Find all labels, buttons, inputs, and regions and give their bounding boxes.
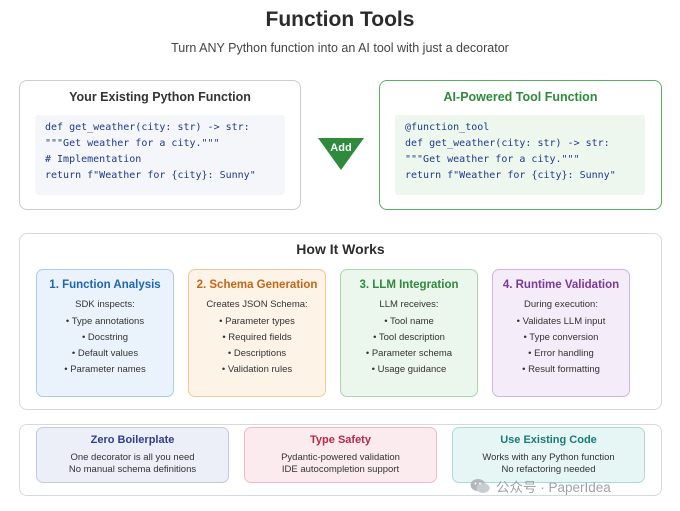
add-arrow-label: Add [330,142,352,154]
benefits-panel: Zero Boilerplate One decorator is all yo… [19,424,662,496]
benefit-line: Works with any Python function [482,452,615,463]
benefit-use-existing-code: Use Existing Code Works with any Python … [452,427,645,483]
ai-tool-function-panel: AI-Powered Tool Function @function_tool … [379,80,662,210]
list-item: • Validates LLM input [516,316,606,327]
wechat-icon [470,479,490,493]
step-intro: During execution: [524,299,598,310]
step-function-analysis: 1. Function Analysis SDK inspects: • Typ… [36,269,174,397]
step-schema-generation: 2. Schema Generation Creates JSON Schema… [188,269,326,397]
watermark-text: 公众号 · PaperIdea [496,480,611,495]
step-list: • Type annotations • Docstring • Default… [37,314,173,378]
step-title: 1. Function Analysis [49,279,161,291]
list-item: • Descriptions [227,348,287,359]
page-title: Function Tools [265,8,415,31]
existing-function-title: Your Existing Python Function [69,90,251,104]
list-item: • Default values [71,348,139,359]
ai-tool-function-code: @function_tool def get_weather(city: str… [395,115,645,195]
step-title: 3. LLM Integration [359,279,459,291]
benefit-line: No manual schema definitions [68,464,197,475]
step-runtime-validation: 4. Runtime Validation During execution: … [492,269,630,397]
list-item: • Tool name [384,316,434,327]
watermark: 公众号 · PaperIdea [470,476,611,496]
benefit-type-safety: Type Safety Pydantic-powered validation … [244,427,437,483]
step-intro: SDK inspects: [75,299,135,310]
step-title: 2. Schema Generation [196,279,318,291]
benefit-zero-boilerplate: Zero Boilerplate One decorator is all yo… [36,427,229,483]
step-list: • Parameter types • Required fields • De… [189,314,325,378]
step-list: • Tool name • Tool description • Paramet… [341,314,477,378]
step-list: • Validates LLM input • Type conversion … [493,314,629,378]
add-arrow-icon [318,138,364,170]
list-item: • Parameter names [64,364,146,375]
list-item: • Type annotations [65,316,145,327]
list-item: • Error handling [528,348,594,359]
benefit-line: IDE autocompletion support [281,464,400,475]
list-item: • Usage guidance [371,364,447,375]
step-llm-integration: 3. LLM Integration LLM receives: • Tool … [340,269,478,397]
list-item: • Parameter types [219,316,295,327]
how-it-works-panel: How It Works 1. Function Analysis SDK in… [19,233,662,410]
list-item: • Required fields [222,332,292,343]
benefit-line: Pydantic-powered validation [281,452,400,463]
list-item: • Validation rules [221,364,293,375]
page-subtitle: Turn ANY Python function into an AI tool… [171,41,509,55]
benefit-line: One decorator is all you need [70,452,195,463]
list-item: • Parameter schema [365,348,453,359]
how-it-works-title: How It Works [296,241,385,257]
existing-function-code: def get_weather(city: str) -> str: """Ge… [35,115,285,195]
step-intro: Creates JSON Schema: [206,299,308,310]
existing-function-panel: Your Existing Python Function def get_we… [19,80,301,210]
benefit-title: Zero Boilerplate [90,434,175,446]
list-item: • Docstring [81,332,129,343]
ai-tool-function-title: AI-Powered Tool Function [443,90,598,104]
benefit-line: No refactoring needed [501,464,596,475]
step-title: 4. Runtime Validation [502,279,620,291]
list-item: • Result formatting [522,364,600,375]
list-item: • Type conversion [523,332,599,343]
list-item: • Tool description [373,332,445,343]
benefit-title: Use Existing Code [500,434,597,446]
step-intro: LLM receives: [379,299,439,310]
benefit-title: Type Safety [310,434,371,446]
